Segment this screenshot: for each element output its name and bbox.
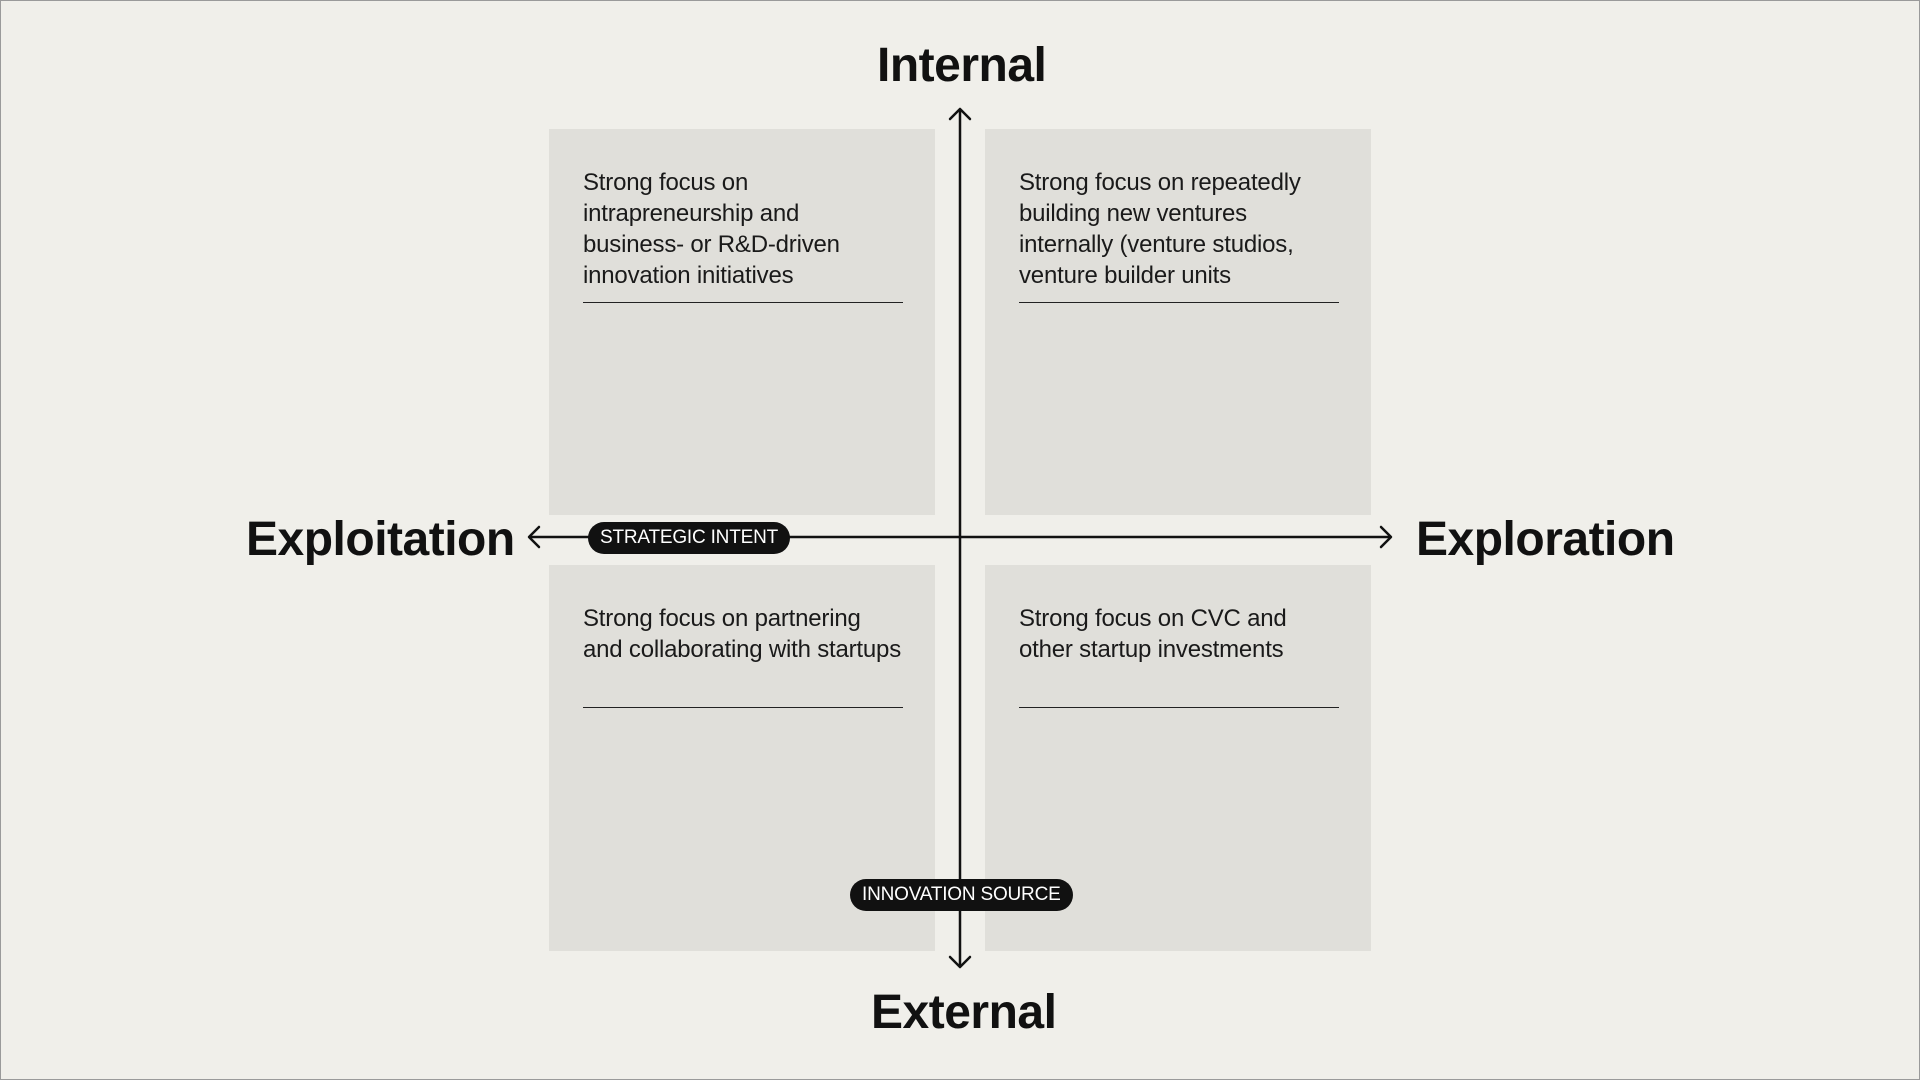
arrow-up-icon bbox=[948, 107, 972, 121]
quadrant-top-left-rule bbox=[583, 302, 903, 303]
strategic-intent-tag: STRATEGIC INTENT bbox=[588, 522, 791, 554]
quadrant-top-right-text: Strong focus on repeatedly building new … bbox=[1019, 169, 1301, 289]
quadrant-top-left: Strong focus on intrapreneurship and bus… bbox=[549, 129, 935, 515]
arrow-right-icon bbox=[1379, 525, 1393, 549]
quadrant-bottom-left-rule bbox=[583, 707, 903, 708]
quadrant-bottom-left-text: Strong focus on partnering and collabora… bbox=[583, 605, 901, 663]
axis-label-exploitation: Exploitation bbox=[246, 513, 515, 566]
quadrant-top-right: Strong focus on repeatedly building new … bbox=[985, 129, 1371, 515]
arrow-left-icon bbox=[527, 525, 541, 549]
quadrant-bottom-right-text: Strong focus on CVC and other startup in… bbox=[1019, 605, 1287, 663]
axis-label-external: External bbox=[871, 986, 1057, 1039]
innovation-source-tag: INNOVATION SOURCE bbox=[850, 879, 1073, 911]
arrow-down-icon bbox=[948, 955, 972, 969]
axis-label-exploration: Exploration bbox=[1416, 513, 1675, 566]
quadrant-bottom-right-rule bbox=[1019, 707, 1339, 708]
axis-label-internal: Internal bbox=[877, 39, 1047, 92]
quadrant-top-right-rule bbox=[1019, 302, 1339, 303]
quadrant-top-left-text: Strong focus on intrapreneurship and bus… bbox=[583, 169, 840, 289]
